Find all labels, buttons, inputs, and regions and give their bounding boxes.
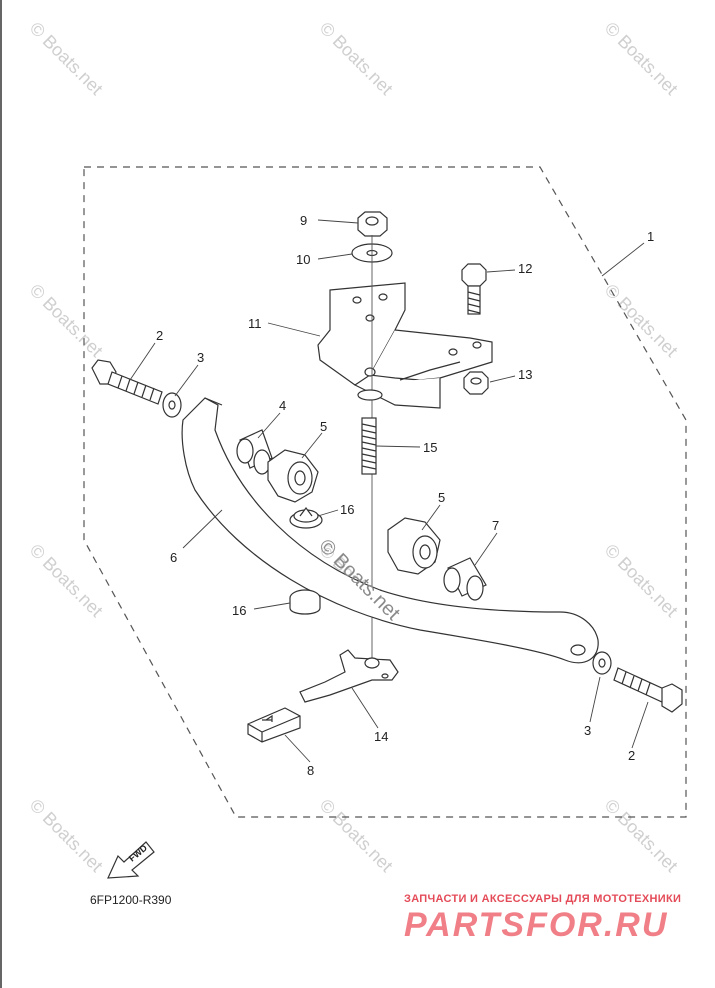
callout-5-upper: 5: [320, 419, 327, 434]
part-5-bush-upper: [267, 449, 319, 503]
left-border-rule: [0, 0, 2, 988]
part-2-bolt-left: [91, 359, 163, 405]
part-16-grommet-upper: [289, 507, 323, 529]
part-3-washer-right: [592, 651, 612, 675]
part-7-collar: [443, 557, 487, 601]
assembly-boundary: [83, 166, 687, 818]
fwd-arrow-icon: [107, 841, 155, 879]
callout-15: 15: [423, 440, 437, 455]
callout-16-lower: 16: [232, 603, 246, 618]
callout-14: 14: [374, 729, 388, 744]
part-8-block: [247, 707, 301, 743]
callout-5-lower: 5: [438, 490, 445, 505]
callout-3-right: 3: [584, 723, 591, 738]
part-15-stud: [357, 389, 383, 475]
callout-13: 13: [518, 367, 532, 382]
callout-2-right: 2: [628, 748, 635, 763]
callout-2-left: 2: [156, 328, 163, 343]
callout-3-left: 3: [197, 350, 204, 365]
leader-lines: [129, 219, 649, 763]
part-9-nut: [357, 211, 388, 237]
part-11-bracket: [317, 282, 493, 409]
part-13-nut: [463, 371, 489, 395]
part-6-steering-arm: [181, 397, 599, 664]
callout-11: 11: [248, 316, 262, 331]
brand-logo: PARTSFOR.RU: [404, 906, 669, 944]
callout-7: 7: [492, 518, 499, 533]
part-2-bolt-right: [613, 667, 683, 713]
part-5-bush-lower: [387, 517, 441, 575]
callout-10: 10: [296, 252, 310, 267]
diagram-code: 6FP1200-R390: [90, 893, 172, 907]
part-14-lever: [299, 649, 399, 703]
brand-tagline: ЗАПЧАСТИ И АКСЕССУАРЫ ДЛЯ МОТОТЕХНИКИ: [404, 893, 682, 905]
callout-8: 8: [307, 763, 314, 778]
callout-16-upper: 16: [340, 502, 354, 517]
callout-1: 1: [647, 229, 654, 244]
callout-4: 4: [279, 398, 286, 413]
callout-12: 12: [518, 261, 532, 276]
part-12-bolt: [461, 263, 487, 315]
part-3-washer-left: [162, 392, 182, 418]
part-16-grommet-lower: [289, 589, 321, 615]
callout-6: 6: [170, 550, 177, 565]
callout-9: 9: [300, 213, 307, 228]
part-4-collar: [236, 429, 273, 475]
